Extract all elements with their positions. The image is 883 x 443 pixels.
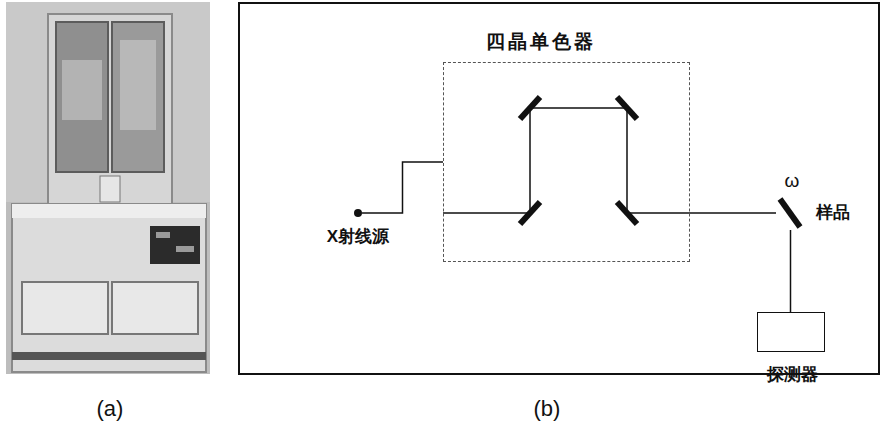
- control-panel: [150, 226, 200, 264]
- wall: [6, 2, 210, 202]
- left-window: [56, 22, 108, 172]
- node-label: X射线源: [327, 225, 389, 248]
- node-label: 四晶单色器: [486, 29, 596, 55]
- upper-housing: [48, 14, 172, 206]
- panel-frame: [239, 3, 879, 374]
- crystal: [617, 202, 637, 224]
- beam-line: [690, 212, 776, 214]
- base: [12, 352, 206, 360]
- beam-line: [362, 162, 443, 213]
- sample-crystal: 样品: [776, 196, 804, 230]
- panel-light: [156, 232, 170, 238]
- beam-line: [790, 230, 792, 312]
- drawer: [112, 282, 198, 334]
- panel-label: (a): [97, 396, 124, 422]
- panel-light: [176, 246, 194, 252]
- crystal: [617, 97, 637, 119]
- sample-plate: [776, 196, 804, 230]
- x-ray-source: X射线源: [354, 209, 362, 217]
- detector-box: 探测器: [757, 312, 825, 352]
- hinge: [100, 176, 120, 202]
- node-label: 样品: [816, 201, 850, 224]
- crystal: [520, 97, 540, 119]
- node-label: 探测器: [767, 363, 818, 386]
- lower-cabinet: [12, 204, 206, 372]
- panel-label: (b): [534, 396, 561, 422]
- shelf: [12, 204, 206, 218]
- crystal: [520, 202, 540, 224]
- right-window: [112, 22, 164, 172]
- beam-path: [443, 108, 690, 213]
- drawer: [22, 282, 108, 334]
- inner-parts: [120, 40, 156, 130]
- photo-ground: [6, 2, 210, 374]
- instrument-photo: [6, 2, 210, 374]
- monochromator-box: 四晶单色器: [443, 62, 690, 262]
- inner-parts: [62, 60, 102, 120]
- sample-plate: [780, 199, 800, 227]
- angle-symbol: ω: [785, 170, 800, 192]
